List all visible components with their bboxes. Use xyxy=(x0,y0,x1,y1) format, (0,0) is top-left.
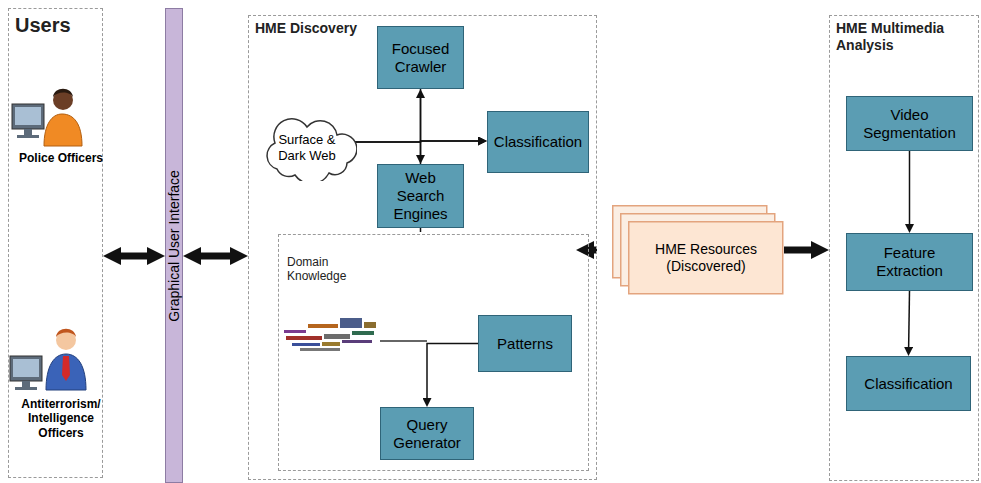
node-label: Video Segmentation xyxy=(850,106,969,142)
knowledge-line xyxy=(380,340,427,342)
block-arrow xyxy=(121,253,147,260)
user-role: Police Officers xyxy=(11,151,111,176)
process-box: Classification xyxy=(846,356,971,411)
node-label: Feature Extraction xyxy=(850,244,969,280)
node-label: Web Search Engines xyxy=(381,169,460,223)
intelligence-officer-icon xyxy=(10,329,86,390)
flow-connector xyxy=(421,141,479,164)
role-label: Antiterrorism/ Intelligence Officers xyxy=(9,397,113,440)
node-label: Surface & Dark Web xyxy=(274,132,340,163)
panel-title: Domain Knowledge xyxy=(287,255,367,284)
panel-title: HME Multimedia Analysis xyxy=(836,20,976,54)
interface-bar: Graphical User Interface xyxy=(165,8,183,483)
node-label: Classification xyxy=(494,133,582,151)
process-box: Classification xyxy=(487,111,589,173)
node-label: Patterns xyxy=(497,335,553,353)
panel-title: Users xyxy=(15,13,100,37)
group-panel: Surface & Dark Web Focused CrawlerClassif… xyxy=(248,15,597,480)
process-box: Query Generator xyxy=(380,407,474,460)
page-sheet xyxy=(629,222,783,294)
flow-connector xyxy=(421,89,479,141)
node-label: Focused Crawler xyxy=(381,40,460,76)
process-box: Video Segmentation xyxy=(846,96,973,151)
panel-title: HME Discovery xyxy=(255,20,455,37)
flow-connector xyxy=(908,291,910,347)
group-panel: PatternsQuery Generator Domain Knowledge xyxy=(278,234,589,471)
process-box: Web Search Engines xyxy=(377,164,464,228)
block-arrow xyxy=(784,247,811,254)
role-label: Police Officers xyxy=(11,151,111,165)
process-box: Focused Crawler xyxy=(377,26,464,89)
word-cloud-illustration xyxy=(284,318,376,351)
resource-stack: HME Resources (Discovered) xyxy=(612,205,784,295)
flow-connector xyxy=(355,98,421,142)
flow-connector xyxy=(355,142,421,155)
block-arrow xyxy=(201,253,230,260)
cloud-outline xyxy=(267,119,357,181)
node-label: HME Resources (Discovered) xyxy=(628,241,784,275)
node-label: Query Generator xyxy=(384,416,470,452)
process-box: Patterns xyxy=(478,315,572,372)
node-label: Classification xyxy=(864,375,952,393)
user-role: Antiterrorism/ Intelligence Officers xyxy=(9,397,113,451)
process-box: Feature Extraction xyxy=(846,233,973,291)
flow-connector xyxy=(909,151,911,224)
node-label: Graphical User Interface xyxy=(166,170,183,322)
group-panel: Police OfficersAntiterrorism/ Intelligen… xyxy=(8,8,103,478)
flow-connector xyxy=(427,344,478,399)
police-officer-icon xyxy=(12,89,82,146)
group-panel: Video SegmentationFeature ExtractionClas… xyxy=(829,15,979,481)
source-cloud: Surface & Dark Web xyxy=(257,115,357,181)
